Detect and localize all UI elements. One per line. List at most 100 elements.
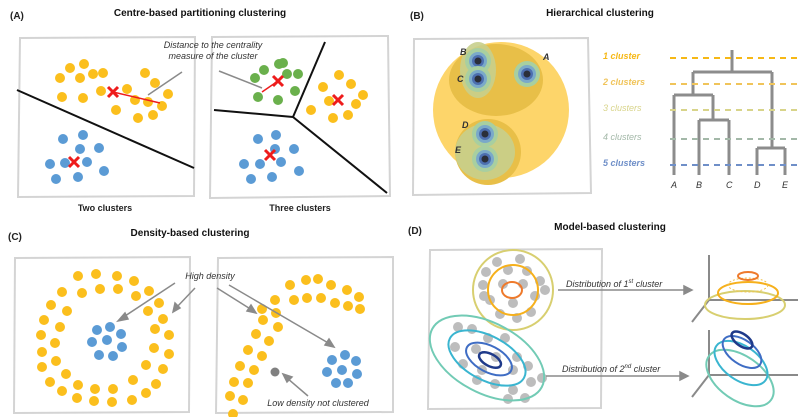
level-label-1: 1 cluster: [603, 51, 641, 61]
point-c-core: [474, 75, 482, 83]
dist2-label-text: Distribution of 2: [562, 364, 625, 374]
dist2-label-sup: nd: [624, 364, 632, 370]
data-point-green: [273, 95, 283, 105]
level-label-2: 2 clusters: [603, 77, 646, 87]
data-point-yellow: [57, 386, 67, 396]
arrow-head: [281, 372, 294, 384]
arrow-head: [171, 301, 182, 314]
axes-3d-1: [691, 255, 798, 323]
boundary-line: [292, 116, 388, 194]
arrow-head: [323, 337, 336, 349]
panel-a-title: Centre-based partitioning clustering: [113, 8, 287, 19]
data-point-blue: [82, 157, 92, 167]
dist2-label: Distribution of 2nd cluster: [562, 362, 682, 375]
data-point-green: [290, 86, 300, 96]
data-point-blue: [351, 356, 361, 366]
data-point-blue: [73, 172, 83, 182]
data-point-gray: [503, 394, 513, 404]
contour-2-inner: [465, 341, 513, 377]
data-point-gray: [498, 279, 508, 289]
dendrogram-leaf-b: B: [696, 180, 703, 190]
data-point-gray: [515, 254, 525, 264]
dist2-inner: [721, 335, 763, 369]
arrow-head: [115, 311, 130, 323]
data-point-yellow: [88, 69, 98, 79]
point-a-core: [523, 70, 531, 78]
contour-2-outer: [428, 314, 546, 402]
data-point-blue: [94, 143, 104, 153]
data-point-yellow: [144, 286, 154, 296]
data-point-blue: [51, 174, 61, 184]
point-label-d: D: [462, 120, 469, 130]
dist1-mid: [717, 281, 779, 305]
panel-d-letter: (D): [408, 226, 422, 237]
dist1-label-text: Distribution of 1: [566, 279, 629, 289]
data-point-yellow: [235, 361, 245, 371]
high-density-label: High density: [185, 271, 235, 281]
data-point-green: [282, 69, 292, 79]
data-point-blue: [94, 350, 104, 360]
data-point-blue: [253, 134, 263, 144]
data-point-yellow: [57, 92, 67, 102]
data-point-yellow: [96, 86, 106, 96]
data-point-green: [278, 58, 288, 68]
panel-d-frame: [426, 247, 604, 411]
data-point-yellow: [141, 388, 151, 398]
data-point-blue: [327, 355, 337, 365]
data-point-yellow: [129, 276, 139, 286]
data-point-yellow: [98, 68, 108, 78]
data-point-gray: [478, 280, 488, 290]
distance-annotation: Distance to the centrality measure of th…: [148, 40, 278, 62]
data-point-yellow: [107, 397, 117, 407]
data-point-yellow: [128, 375, 138, 385]
panel-b-frame: [411, 36, 593, 197]
data-point-yellow: [164, 349, 174, 359]
data-point-yellow: [257, 351, 267, 361]
data-point-blue: [108, 351, 118, 361]
data-point-yellow: [133, 113, 143, 123]
data-point-yellow: [151, 379, 161, 389]
data-point-yellow: [91, 269, 101, 279]
annotation-arrow: [147, 71, 183, 96]
data-point-yellow: [36, 330, 46, 340]
data-point-blue: [289, 144, 299, 154]
data-point-blue: [267, 172, 277, 182]
data-point-yellow: [37, 362, 47, 372]
data-point-yellow: [111, 105, 121, 115]
axes-3d-2: [691, 330, 798, 398]
data-point-yellow: [249, 365, 259, 375]
panel-b-letter: (B): [410, 11, 424, 22]
data-point-gray: [471, 344, 481, 354]
data-point-blue: [340, 350, 350, 360]
data-point-yellow: [90, 384, 100, 394]
arrow-head: [679, 370, 690, 382]
data-point-yellow: [301, 275, 311, 285]
low-density-label: Low density not clustered: [267, 398, 369, 408]
data-point-gray: [503, 265, 513, 275]
data-point-yellow: [122, 84, 132, 94]
boundary-line: [213, 109, 294, 118]
centroid-marker: [106, 85, 120, 99]
data-point-yellow: [346, 79, 356, 89]
data-point-yellow: [326, 280, 336, 290]
data-point-yellow: [73, 380, 83, 390]
data-point-blue: [78, 130, 88, 140]
arrow-head: [245, 303, 258, 315]
data-point-yellow: [79, 59, 89, 69]
panel-a-left-frame: [16, 35, 197, 199]
data-point-blue: [60, 158, 70, 168]
panel-a-letter: (A): [10, 11, 24, 22]
data-point-yellow: [55, 322, 65, 332]
data-point-blue: [92, 325, 102, 335]
data-point-gray: [453, 322, 463, 332]
three-clusters-caption: Three clusters: [269, 203, 331, 213]
level-label-4: 4 clusters: [603, 132, 642, 142]
panel-c-right-frame: [214, 255, 394, 415]
data-point-yellow: [164, 330, 174, 340]
data-point-yellow: [112, 271, 122, 281]
data-point-yellow: [37, 347, 47, 357]
dist1-dotted: [727, 277, 769, 293]
data-point-gray: [492, 257, 502, 267]
dist1-peak: [737, 271, 759, 281]
